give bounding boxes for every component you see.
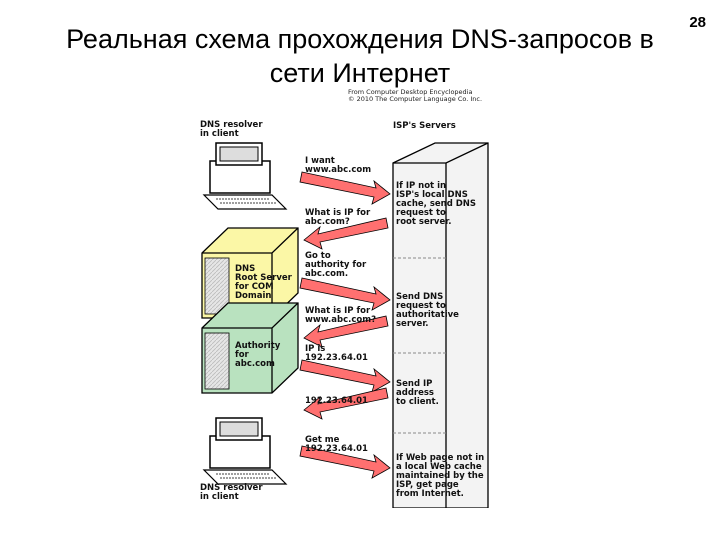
isp-note-1-line-1: If IP not in (396, 181, 446, 191)
arrow-isp-to-authority (303, 315, 389, 348)
msg-5-line-2: 192.23.64.01 (305, 353, 368, 363)
root-line-1: DNS (235, 264, 255, 274)
isp-note-4-line-2: a local Web cache (396, 462, 482, 472)
authority-line-3: abc.com (235, 359, 275, 369)
root-line-3: for COM (235, 282, 274, 292)
isp-note-1-line-2: ISP's local DNS (396, 190, 468, 200)
arrow-authority-to-isp (299, 359, 391, 393)
isp-server-column (392, 142, 489, 508)
isp-note-1-line-3: cache, send DNS (396, 199, 476, 209)
page-number: 28 (689, 14, 706, 31)
msg-3-line-1: Go to (305, 251, 331, 261)
msg-3-line-3: abc.com. (305, 269, 348, 279)
slide-title: Реальная схема прохождения DNS-запросов … (40, 22, 680, 90)
msg-7-line-1: Get me (305, 435, 340, 445)
resolver-bottom-line-1: DNS resolver (200, 483, 263, 493)
msg-1-line-1: I want (305, 156, 335, 166)
client-computer-bottom-icon (203, 417, 287, 485)
msg-5-line-1: IP is (305, 344, 325, 354)
isp-note-3-line-2: address (396, 388, 434, 398)
isp-note-4-line-4: ISP, get page (396, 480, 459, 490)
isp-note-2-line-2: request to (396, 301, 446, 311)
isp-note-4-line-5: from Internet. (396, 489, 464, 499)
msg-2-line-1: What is IP for (305, 208, 371, 218)
msg-3-line-2: authority for (305, 260, 367, 270)
title-line-2: сети Интернет (269, 58, 451, 88)
arrow-client-to-isp-get (299, 445, 391, 479)
isp-note-3-line-1: Send IP (396, 379, 432, 389)
msg-6-line-1: 192.23.64.01 (305, 396, 368, 406)
arrow-root-to-isp (299, 277, 391, 311)
isp-servers-label: ISP's Servers (393, 121, 456, 131)
title-line-1: Реальная схема прохождения DNS-запросов … (66, 24, 654, 54)
msg-4-line-1: What is IP for (305, 306, 371, 316)
dns-query-diagram: From Computer Desktop Encyclopedia © 201… (200, 88, 489, 508)
isp-note-1-line-5: root server. (396, 217, 451, 227)
isp-note-4-line-1: If Web page not in (396, 453, 484, 463)
root-line-2: Root Server (235, 273, 293, 283)
msg-4-line-2: www.abc.com? (305, 315, 376, 325)
authority-box (201, 302, 299, 394)
isp-note-2-line-1: Send DNS (396, 292, 443, 302)
msg-7-line-2: 192.23.64.01 (305, 444, 368, 454)
resolver-top-line-2: in client (200, 129, 239, 139)
isp-note-2-line-3: authoritative (396, 310, 459, 320)
arrow-isp-to-root (303, 217, 389, 250)
isp-note-1-line-4: request to (396, 208, 446, 218)
isp-note-4-line-3: maintained by the (396, 471, 484, 481)
root-line-4: Domain (235, 291, 271, 301)
arrow-client-to-isp (299, 171, 391, 205)
msg-2-line-2: abc.com? (305, 217, 350, 227)
arrow-isp-to-client (303, 387, 389, 420)
resolver-bottom-line-2: in client (200, 492, 239, 502)
authority-line-2: for (235, 350, 250, 360)
isp-note-2-line-4: server. (396, 319, 429, 329)
isp-note-3-line-3: to client. (396, 397, 439, 407)
credit-line-2: © 2010 The Computer Language Co. Inc. (348, 95, 482, 103)
client-computer-top-icon (203, 142, 287, 210)
root-server-box (201, 227, 299, 319)
msg-1-line-2: www.abc.com (305, 165, 371, 175)
resolver-top-line-1: DNS resolver (200, 120, 263, 130)
credit-line-1: From Computer Desktop Encyclopedia (348, 88, 472, 96)
authority-line-1: Authority (235, 341, 281, 351)
